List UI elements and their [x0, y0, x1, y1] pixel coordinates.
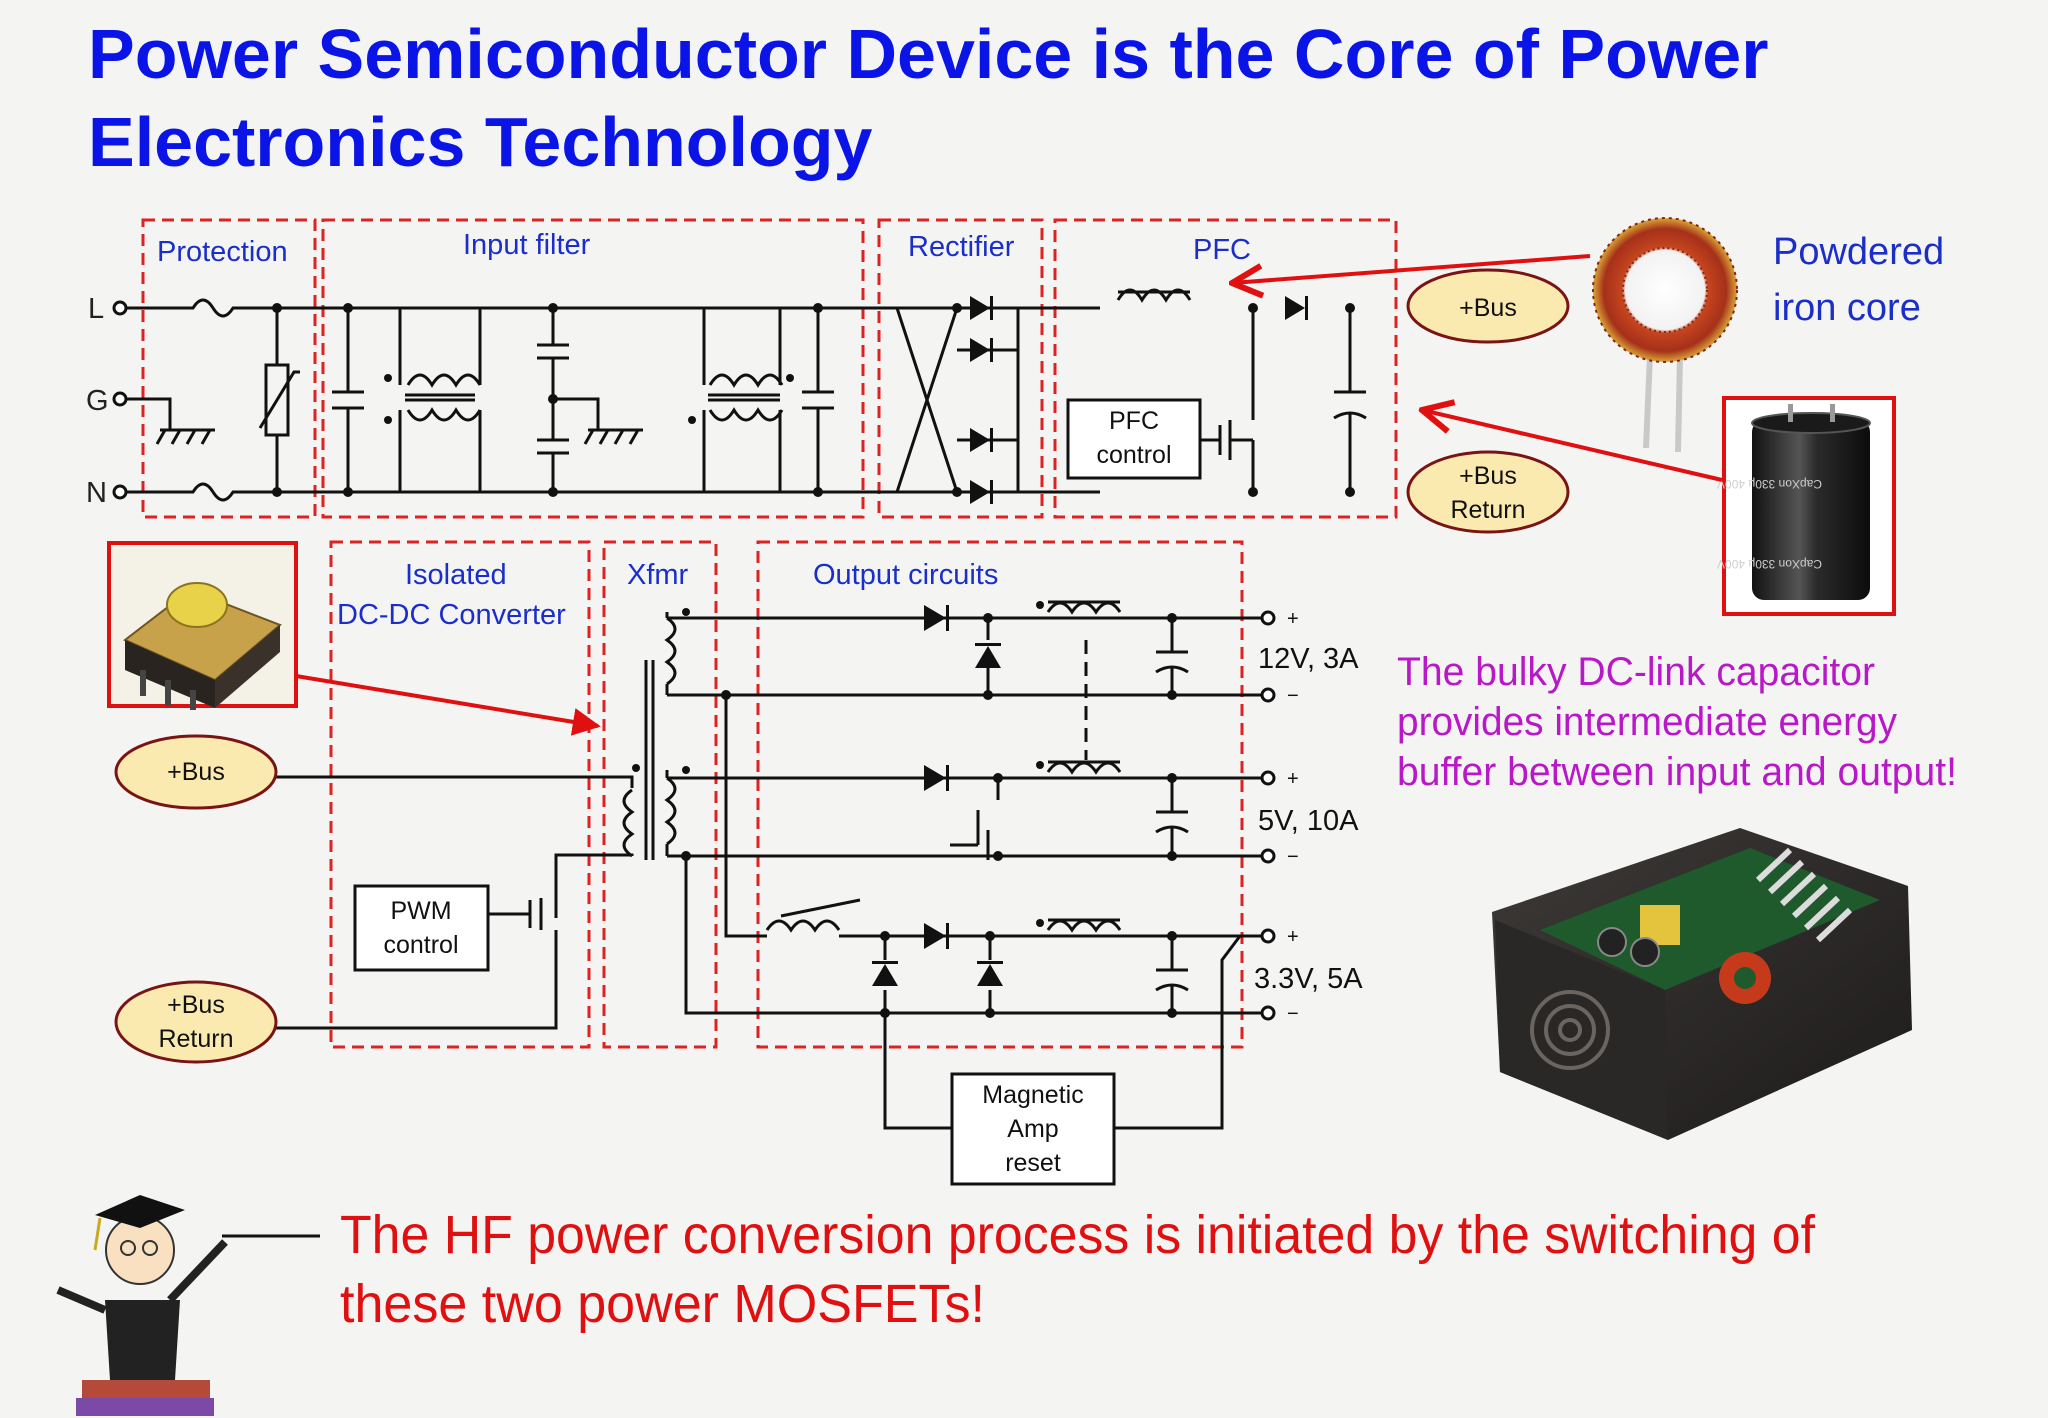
svg-text:+Bus: +Bus: [167, 758, 225, 786]
front-end-wiring: [112, 298, 1100, 502]
callout-arrows: [295, 254, 1723, 736]
xfmr-label: Xfmr: [627, 559, 689, 591]
out-12v-plus: +: [1287, 608, 1299, 630]
capacitor-note-line-1: The bulky DC-link capacitor: [1397, 650, 1875, 694]
left-bus-return-ellipse: +Bus Return: [114, 980, 278, 1064]
slide-title: Power Semiconductor Device is the Core o…: [88, 10, 1988, 186]
electrolytic-capacitor-picture: CapXon 330µ 400V CapXon 330µ 400V: [1717, 396, 1896, 616]
output-diodes: [681, 601, 1177, 1018]
svg-text:Return: Return: [1450, 496, 1525, 524]
svg-text:CapXon 330µ 400V: CapXon 330µ 400V: [1717, 557, 1822, 571]
mosfet-note-line-1: The HF power conversion process is initi…: [340, 1205, 1816, 1265]
magamp-label-line-3: reset: [1005, 1149, 1061, 1177]
protection-box: [141, 218, 317, 519]
isolated-label-line-2: DC-DC Converter: [337, 599, 566, 631]
output-5v-label: 5V, 10A: [1258, 805, 1359, 837]
pfc-label: PFC: [1193, 234, 1251, 266]
input-filter-label: Input filter: [463, 229, 591, 261]
dc-dc-wiring: [276, 612, 677, 1030]
pwm-control-label-line-1: PWM: [390, 897, 451, 925]
svg-text:CapXon 330µ 400V: CapXon 330µ 400V: [1717, 477, 1822, 491]
out-3v3-plus: +: [1287, 926, 1299, 948]
capacitor-note-line-3: buffer between input and output!: [1397, 750, 1957, 794]
block-boundaries: [141, 218, 1398, 1049]
svg-text:+Bus: +Bus: [167, 991, 225, 1019]
title-line-2: Electronics Technology: [88, 103, 873, 181]
terminal-n-label: N: [86, 477, 107, 509]
toroid-inductor-picture: [1592, 217, 1738, 453]
pfc-control-label-line-1: PFC: [1109, 407, 1159, 435]
input-filter-box: [321, 218, 865, 519]
capacitor-note-line-2: provides intermediate energy: [1397, 700, 1897, 744]
isolated-label-line-1: Isolated: [405, 559, 507, 591]
terminal-g-label: G: [86, 385, 109, 417]
powdered-iron-label-line-2: iron core: [1773, 287, 1921, 329]
magamp-label-line-1: Magnetic: [982, 1081, 1083, 1109]
out-3v3-minus: −: [1287, 1003, 1299, 1025]
rectifier-label: Rectifier: [908, 231, 1015, 263]
bridge-diodes: [952, 296, 993, 504]
professor-cartoon-picture: [56, 1195, 320, 1416]
svg-text:Return: Return: [158, 1025, 233, 1053]
pwm-control-label-line-2: control: [383, 931, 458, 959]
output-3v3-label: 3.3V, 5A: [1254, 963, 1363, 995]
mosfet-note-line-2: these two power MOSFETs!: [340, 1274, 985, 1334]
svg-text:+Bus: +Bus: [1459, 462, 1517, 490]
svg-text:+Bus: +Bus: [1459, 294, 1517, 322]
powdered-iron-label-line-1: Powdered: [1773, 231, 1944, 273]
rectifier-box: [877, 218, 1044, 519]
pfc-stage: [1066, 288, 1367, 492]
output-circuits-label: Output circuits: [813, 559, 998, 591]
title-line-1: Power Semiconductor Device is the Core o…: [88, 15, 1769, 93]
magamp-label-line-2: Amp: [1007, 1115, 1058, 1143]
out-5v-minus: −: [1287, 846, 1299, 868]
power-supply-picture: [1492, 828, 1912, 1140]
pfc-control-label-line-2: control: [1096, 441, 1171, 469]
top-bus-ellipse: +Bus: [1406, 268, 1570, 344]
output-wiring: [667, 600, 1262, 1186]
xfmr-box: [602, 540, 718, 1049]
protection-label: Protection: [157, 236, 288, 268]
output-12v-label: 12V, 3A: [1258, 643, 1359, 675]
top-bus-return-ellipse: +Bus Return: [1406, 450, 1570, 534]
terminal-l-label: L: [88, 293, 104, 325]
left-bus-ellipse: +Bus: [114, 734, 278, 810]
out-5v-plus: +: [1287, 768, 1299, 790]
isolated-converter-box: [329, 540, 591, 1049]
out-12v-minus: −: [1287, 685, 1299, 707]
transformer-picture: [107, 541, 298, 710]
output-terminals: [1260, 610, 1276, 1021]
pfc-box: [1053, 218, 1398, 519]
bridge-rectifier: [895, 306, 1020, 494]
